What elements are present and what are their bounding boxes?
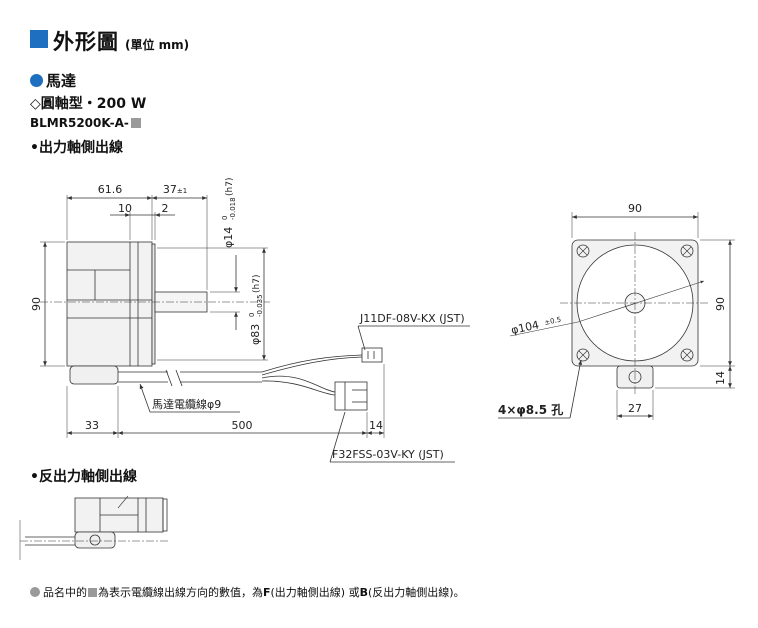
dim-front-width: 90 [628,202,642,215]
footnote-dot-icon [30,587,40,597]
dim-front-bottom: 14 [714,371,727,385]
dim-shaft-length: 37±1 [163,183,187,196]
model-placeholder-box [130,118,141,128]
model-number: BLMR5200K-A- [30,116,141,130]
bolt-hole-icon [576,348,590,362]
dim-connector-length: 14 [369,419,383,432]
footnote: 品名中的為表示電纜線出線方向的數值，為F(出力軸側出線) 或B(反出力軸側出線)… [30,584,465,600]
bolt-hole-icon [576,244,590,258]
dim-body-length: 61.6 [98,183,123,196]
side-dimension-texts: 61.6 37±1 10 2 90 φ14 0 -0.018 (h7) φ83 … [30,178,465,461]
svg-text:(h7): (h7) [225,178,235,196]
motor-flange [151,243,156,365]
connector-bottom-icon [334,381,368,411]
dim-height-90: 90 [30,297,43,311]
svg-text:φ14: φ14 [222,227,235,248]
svg-text:φ83: φ83 [249,324,262,345]
dim-cable-base: 33 [85,419,99,432]
bolt-hole-icon [680,244,694,258]
dim-step-2: 2 [162,202,169,215]
svg-text:φ104: φ104 [510,318,540,337]
connector-top-icon [361,347,383,363]
dim-cable-length: 500 [232,419,253,432]
svg-text:-0.018: -0.018 [229,197,237,220]
front-view [498,212,735,420]
dim-step-10: 10 [118,202,132,215]
cable-clamp [69,365,119,385]
label-connector-bottom: F32FSS-03V-KY (JST) [332,448,444,461]
lead-wires [261,354,363,396]
reverse-cable-clamp [74,531,116,549]
dim-shaft-dia: φ14 0 -0.018 (h7) [221,178,237,248]
dim-front-bottom-width: 27 [628,402,642,415]
section-reverse-side: •反出力軸側出線 [30,469,137,485]
label-cable: 馬達電纜線φ9 [152,397,221,411]
motor-heading: 馬達 [46,72,77,90]
motor-body [66,241,153,367]
front-dimension-texts: 90 90 14 27 φ104 ±0.5 4×φ8.5 孔 [498,202,727,417]
svg-text:0: 0 [248,313,256,317]
footnote-box-icon [88,588,97,597]
unit-label: (單位 mm) [125,38,190,52]
svg-text:0: 0 [221,216,229,220]
motor-shape: ◇圓軸型・200 W [30,96,147,112]
title-square-icon [30,30,48,48]
side-view [40,195,470,463]
svg-text:(h7): (h7) [252,275,262,293]
dim-bolt-circle: φ104 ±0.5 [510,316,562,337]
bolt-hole-icon [680,348,694,362]
reverse-cable [25,536,75,546]
dim-front-height: 90 [714,297,727,311]
svg-text:-0.035: -0.035 [256,294,264,317]
label-holes: 4×φ8.5 孔 [498,403,563,417]
motor-cable [118,371,262,383]
reverse-side-view [19,495,170,560]
dim-pilot-dia: φ83 0 -0.035 (h7) [248,275,264,345]
page-title: 外形圖(單位 mm) [53,30,190,54]
svg-text:±0.5: ±0.5 [544,316,562,327]
label-connector-top: J11DF-08V-KX (JST) [359,312,465,325]
bullet-dot-icon [30,74,43,87]
section-output-side: •出力軸側出線 [30,140,123,156]
